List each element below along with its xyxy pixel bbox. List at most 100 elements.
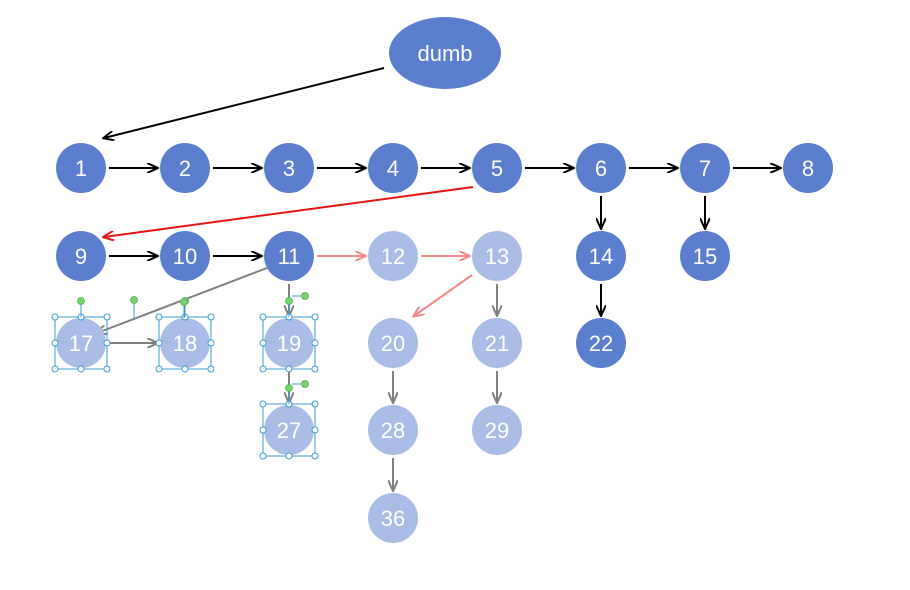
connector-adjust-handle[interactable] (301, 292, 309, 300)
edge-n5-to-n9[interactable] (104, 186, 474, 237)
rotate-handle[interactable] (77, 297, 85, 305)
node-label: dumb (417, 41, 472, 66)
resize-handle[interactable] (207, 339, 215, 347)
resize-handle[interactable] (311, 313, 319, 321)
rotate-handle[interactable] (285, 297, 293, 305)
node-8[interactable]: 8 (783, 143, 833, 193)
node-20[interactable]: 20 (368, 318, 418, 368)
node-1[interactable]: 1 (56, 143, 106, 193)
node-17[interactable]: 17 (56, 318, 106, 368)
resize-handle[interactable] (155, 313, 163, 321)
node-28[interactable]: 28 (368, 405, 418, 455)
resize-handle[interactable] (259, 400, 267, 408)
node-circle (160, 231, 210, 281)
resize-handle[interactable] (103, 365, 111, 373)
node-label: 3 (283, 156, 295, 181)
node-27[interactable]: 27 (264, 405, 314, 455)
node-label: 6 (595, 156, 607, 181)
node-18[interactable]: 18 (160, 318, 210, 368)
node-14[interactable]: 14 (576, 231, 626, 281)
resize-handle[interactable] (155, 339, 163, 347)
node-circle (264, 231, 314, 281)
node-6[interactable]: 6 (576, 143, 626, 193)
node-circle (56, 143, 106, 193)
node-label: 28 (381, 418, 405, 443)
node-5[interactable]: 5 (472, 143, 522, 193)
selection-box-17[interactable] (51, 297, 111, 373)
node-circle (472, 318, 522, 368)
resize-handle[interactable] (207, 365, 215, 373)
node-21[interactable]: 21 (472, 318, 522, 368)
node-label: 14 (589, 244, 613, 269)
resize-handle[interactable] (51, 339, 59, 347)
node-circle (783, 143, 833, 193)
node-label: 10 (173, 244, 197, 269)
resize-handle[interactable] (103, 313, 111, 321)
node-7[interactable]: 7 (680, 143, 730, 193)
node-12[interactable]: 12 (368, 231, 418, 281)
resize-handle[interactable] (311, 400, 319, 408)
resize-handle[interactable] (207, 313, 215, 321)
node-label: 18 (173, 331, 197, 356)
resize-handle[interactable] (259, 339, 267, 347)
node-label: 27 (277, 418, 301, 443)
node-dumb[interactable]: dumb (389, 17, 501, 89)
node-13[interactable]: 13 (472, 231, 522, 281)
connector-adjust-handle[interactable] (180, 298, 188, 306)
selection-box-19[interactable] (259, 297, 319, 373)
resize-handle[interactable] (285, 365, 293, 373)
resize-handle[interactable] (155, 365, 163, 373)
node-circle (576, 143, 626, 193)
resize-handle[interactable] (285, 452, 293, 460)
node-label: 36 (381, 506, 405, 531)
node-29[interactable]: 29 (472, 405, 522, 455)
resize-handle[interactable] (311, 365, 319, 373)
node-circle (368, 318, 418, 368)
resize-handle[interactable] (259, 452, 267, 460)
node-label: 1 (75, 156, 87, 181)
node-36[interactable]: 36 (368, 493, 418, 543)
resize-handle[interactable] (311, 339, 319, 347)
resize-handle[interactable] (51, 313, 59, 321)
node-label: 17 (69, 331, 93, 356)
resize-handle[interactable] (311, 452, 319, 460)
node-circle (56, 231, 106, 281)
node-label: 9 (75, 244, 87, 269)
connector-adjust-handle[interactable] (301, 380, 309, 388)
node-15[interactable]: 15 (680, 231, 730, 281)
resize-handle[interactable] (51, 365, 59, 373)
node-circle (680, 143, 730, 193)
node-2[interactable]: 2 (160, 143, 210, 193)
edge-n13-to-n20[interactable] (414, 274, 473, 316)
resize-handle[interactable] (311, 426, 319, 434)
edge-dumb-to-n1[interactable] (104, 67, 385, 138)
node-circle (160, 318, 210, 368)
node-3[interactable]: 3 (264, 143, 314, 193)
resize-handle[interactable] (259, 313, 267, 321)
resize-handle[interactable] (259, 426, 267, 434)
node-4[interactable]: 4 (368, 143, 418, 193)
node-circle (576, 318, 626, 368)
node-19[interactable]: 19 (264, 318, 314, 368)
node-9[interactable]: 9 (56, 231, 106, 281)
node-22[interactable]: 22 (576, 318, 626, 368)
node-11[interactable]: 11 (264, 231, 314, 281)
node-10[interactable]: 10 (160, 231, 210, 281)
node-label: 22 (589, 331, 613, 356)
node-circle (680, 231, 730, 281)
resize-handle[interactable] (259, 365, 267, 373)
resize-handle[interactable] (77, 365, 85, 373)
node-label: 8 (802, 156, 814, 181)
selection-box-27[interactable] (259, 384, 319, 460)
node-label: 4 (387, 156, 399, 181)
resize-handle[interactable] (103, 339, 111, 347)
node-circle (368, 493, 418, 543)
connector-adjust-handle[interactable] (130, 296, 138, 304)
node-label: 12 (381, 244, 405, 269)
rotate-handle[interactable] (285, 384, 293, 392)
resize-handle[interactable] (181, 365, 189, 373)
node-circle (576, 231, 626, 281)
node-circle (56, 318, 106, 368)
node-label: 29 (485, 418, 509, 443)
